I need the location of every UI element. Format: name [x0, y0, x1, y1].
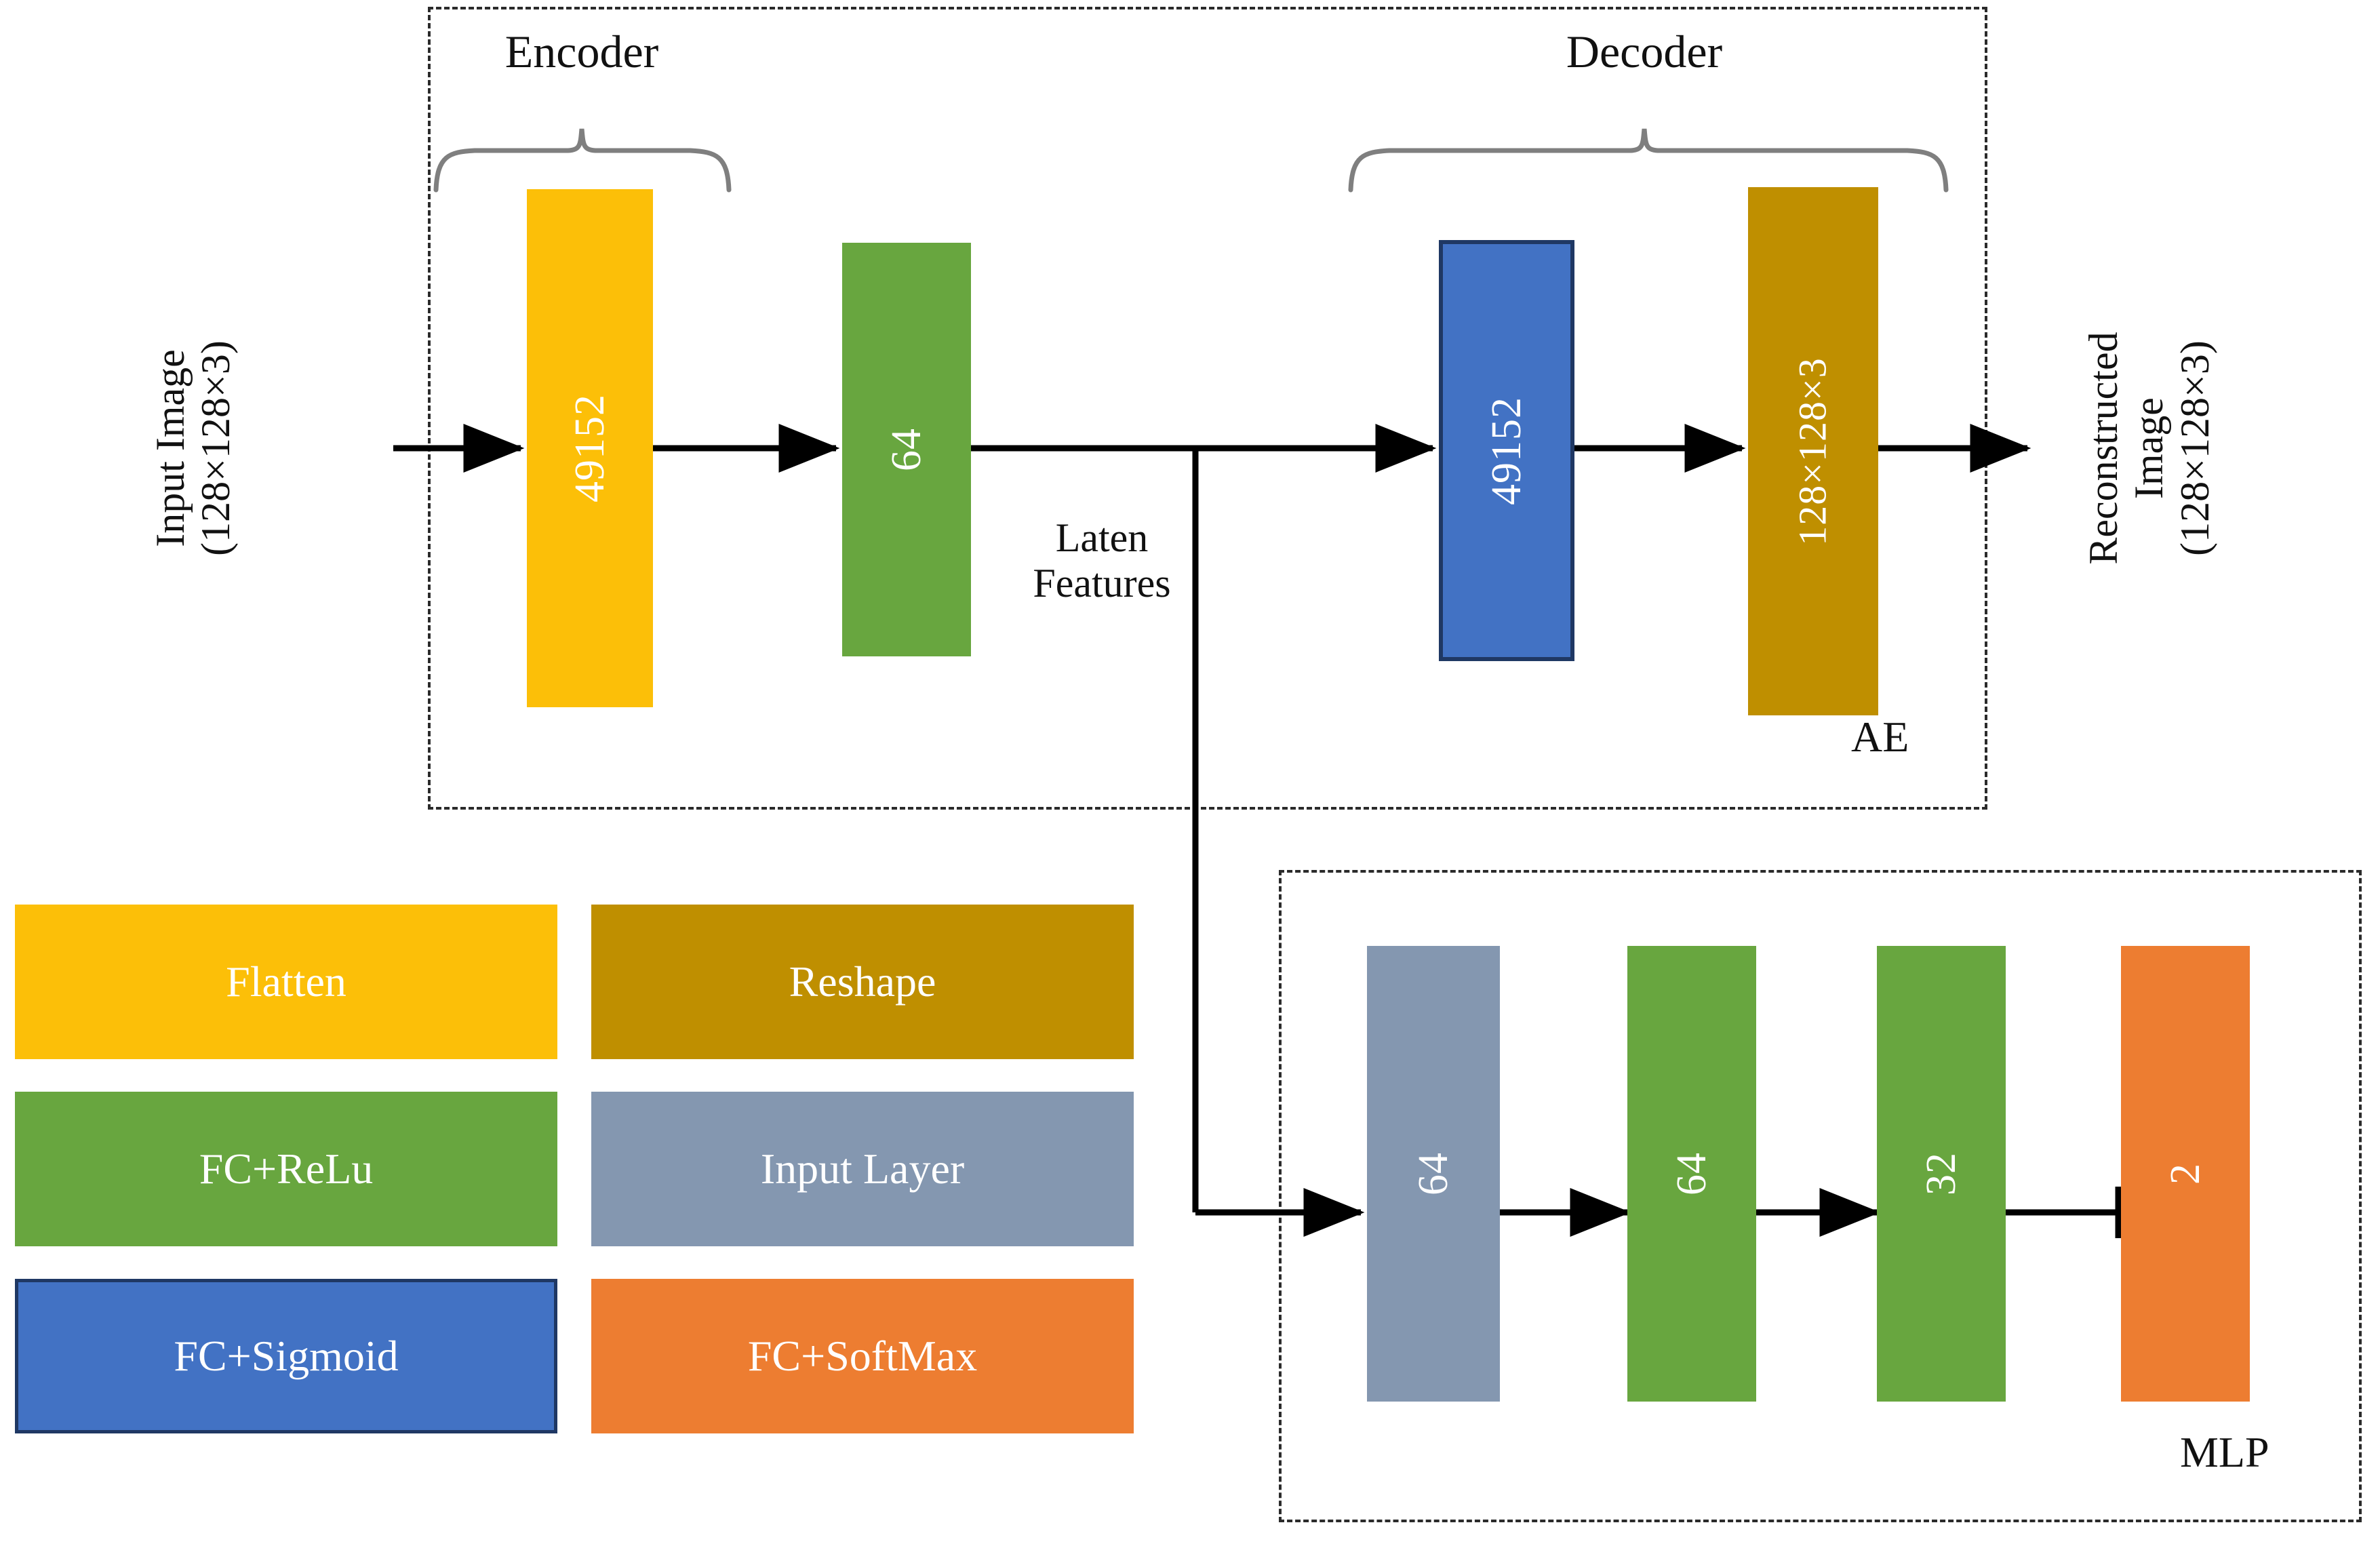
mlp-hidden2-block-label: 32 — [1918, 1152, 1964, 1195]
input-image-label-line2: (128×128×3) — [193, 340, 238, 556]
legend-input-layer: Input Layer — [591, 1092, 1134, 1246]
decoder-fc-block-label: 49152 — [1484, 396, 1530, 505]
legend-fc-relu-label: FC+ReLu — [199, 1145, 374, 1193]
mlp-container-label: MLP — [2180, 1428, 2269, 1476]
legend-fc-sigmoid: FC+Sigmoid — [15, 1279, 557, 1433]
mlp-input-block-label: 64 — [1410, 1152, 1456, 1195]
legend-fc-relu: FC+ReLu — [15, 1092, 557, 1246]
mlp-container — [1279, 870, 2362, 1522]
ae-container-label: AE — [1851, 713, 1909, 761]
legend-input-layer-label: Input Layer — [760, 1145, 965, 1193]
reshape-block: 128×128×3 — [1748, 187, 1878, 715]
legend-fc-sigmoid-label: FC+Sigmoid — [174, 1332, 399, 1380]
latent-features-label-line2: Features — [1033, 561, 1171, 606]
legend-fc-softmax-label: FC+SoftMax — [747, 1332, 978, 1380]
mlp-output-block: 2 — [2121, 946, 2250, 1402]
mlp-hidden1-block-label: 64 — [1669, 1152, 1715, 1195]
flatten-block-label: 49152 — [567, 394, 613, 502]
mlp-hidden1-block: 64 — [1627, 946, 1756, 1402]
legend-reshape-label: Reshape — [789, 957, 936, 1006]
mlp-output-block-label: 2 — [2162, 1163, 2208, 1185]
encoder-group-label: Encoder — [504, 26, 659, 77]
reconstructed-image-label: Reconstructed Image (128×128×3) — [2048, 238, 2251, 658]
legend-fc-softmax: FC+SoftMax — [591, 1279, 1134, 1433]
reconstructed-image-label-line2: Image — [2126, 397, 2172, 499]
reconstructed-image-label-line3: (128×128×3) — [2172, 340, 2217, 556]
mlp-hidden2-block: 32 — [1877, 946, 2006, 1402]
encoder-fc-block: 64 — [842, 243, 971, 656]
latent-features-label: Laten Features — [1017, 515, 1187, 606]
mlp-input-block: 64 — [1367, 946, 1500, 1402]
reshape-block-label: 128×128×3 — [1791, 357, 1836, 546]
input-image-label: Input Image (128×128×3) — [125, 272, 261, 625]
reconstructed-image-label-line1: Reconstructed — [2081, 332, 2126, 565]
latent-features-label-line1: Laten — [1055, 515, 1149, 560]
ae-container — [428, 7, 1987, 810]
decoder-fc-block: 49152 — [1439, 240, 1574, 661]
input-image-label-line1: Input Image — [147, 349, 193, 547]
decoder-group-label: Decoder — [1566, 26, 1723, 77]
legend-reshape: Reshape — [591, 905, 1134, 1059]
legend-flatten-label: Flatten — [226, 957, 346, 1006]
flatten-block: 49152 — [527, 189, 653, 707]
encoder-fc-block-label: 64 — [884, 428, 930, 471]
legend-flatten: Flatten — [15, 905, 557, 1059]
